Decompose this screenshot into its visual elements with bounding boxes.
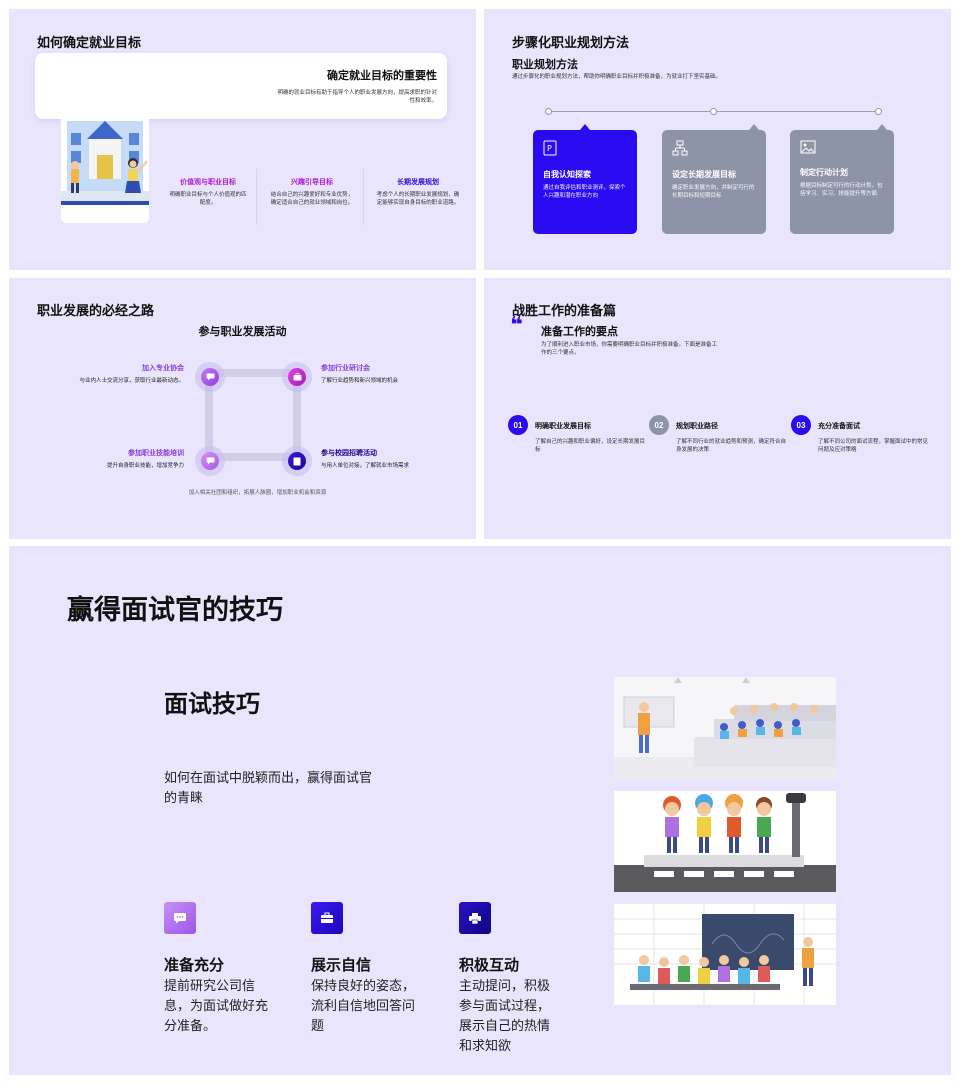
timeline-dot	[545, 108, 552, 115]
activity-title: 参加行业研讨会	[321, 365, 370, 372]
footer-note: 加入相关社团和组织，拓展人脉圈，增加职业机会和资源	[188, 490, 327, 496]
section-subtitle: 面试技巧	[164, 691, 260, 718]
slide-job-preparation: 战胜工作的准备篇 ❝ 准备工作的要点 为了顺利进入职业市场，你需要明确职业目标并…	[484, 278, 951, 539]
message-icon	[201, 452, 219, 470]
goal-item-title: 价值观与职业目标	[180, 179, 236, 186]
goal-item-values: 价值观与职业目标 明确职业目标与个人价值观的匹配度。	[167, 177, 249, 208]
point-title: 规划职业路径	[676, 423, 718, 430]
divider	[363, 169, 364, 225]
activity-skill-training: 参加职业技能培训 提升自身职业技能，增加竞争力	[107, 448, 184, 469]
activity-desc: 与用人单位对接，了解就业市场需求	[321, 463, 410, 469]
chat-icon	[201, 368, 219, 386]
section-desc: 为了顺利进入职业市场，你需要明确职业目标并积极准备。下面是准备工作的三个要点。	[541, 342, 718, 357]
goal-item-title: 长期发展规划	[397, 179, 439, 186]
step-card-long-term-goal: 设定长期发展目标 确定职业发展方向，并制定可行的长期目标和短期目标	[662, 124, 766, 234]
card-title: 确定就业目标的重要性	[327, 70, 437, 82]
printer-icon	[459, 902, 491, 934]
school-illustration	[61, 109, 149, 223]
chat-bubble-icon	[164, 902, 196, 934]
point-number: 03	[791, 415, 811, 435]
activity-title: 加入专业协会	[142, 365, 184, 372]
slide-interview-tips: 赢得面试官的技巧 面试技巧 如何在面试中脱颖而出，赢得面试官的青睐 准备充分 提…	[9, 546, 951, 1075]
slide-career-development-path: 职业发展的必经之路 参与职业发展活动 加入专业协会 与业内人士交流分享，获取行业…	[9, 278, 476, 539]
step-desc: 确定职业发展方向，并制定可行的长期目标和短期目标	[672, 185, 755, 200]
slide-title: 如何确定就业目标	[37, 35, 142, 50]
activity-desc: 了解行业趋势和新兴领域的机会	[321, 378, 399, 384]
feature-title: 积极互动	[459, 957, 520, 974]
card-desc: 明确的就业目标有助于指导个人的职业发展方向，提高求职的针对性和效率。	[277, 90, 437, 105]
goal-item-desc: 结合自己的兴趣爱好和专业优势，确定适合自己的就业领域和岗位。	[270, 192, 354, 207]
slide-title: 职业发展的必经之路	[37, 303, 155, 318]
children-crosswalk-illustration	[614, 791, 836, 892]
slide-title: 赢得面试官的技巧	[67, 595, 283, 625]
activity-title: 参加职业技能培训	[128, 450, 184, 457]
divider	[256, 169, 257, 225]
slide-title: 战胜工作的准备篇	[512, 303, 617, 318]
briefcase-icon	[311, 902, 343, 934]
lecture-hall-illustration	[614, 677, 836, 779]
activity-desc: 与业内人士交流分享，获取行业最新动态。	[79, 378, 184, 384]
point-desc: 了解自己的兴趣和职业偏好，设定长期发展目标	[535, 439, 646, 454]
briefcase-icon	[288, 368, 306, 386]
activity-title: 参与校园招聘活动	[321, 450, 377, 457]
svg-text:P: P	[547, 144, 552, 153]
activity-industry-seminar: 参加行业研讨会 了解行业趋势和新兴领域的机会	[321, 363, 398, 384]
step-desc: 根据目标制定可行的行动计划，包括学习、实习、技能提升等方面	[800, 183, 883, 198]
point-title: 充分准备面试	[818, 423, 860, 430]
activity-track	[205, 369, 301, 461]
point-desc: 了解不同公司的面试流程，掌握面试中的常见问题及应对策略	[818, 439, 929, 454]
slide-step-career-planning: 步骤化职业规划方法 职业规划方法 通过步骤化的职业规划方法，帮助你明确职业目标并…	[484, 9, 951, 270]
point-number: 01	[508, 415, 528, 435]
slide-determine-employment-goal: 如何确定就业目标 确定就业目标的重要性 明确的就业目标有助于指导个人的职业发展方…	[9, 9, 476, 270]
point-number: 02	[649, 415, 669, 435]
activity-campus-recruit: 参与校园招聘活动 与用人单位对接，了解就业市场需求	[321, 448, 409, 469]
section-subtitle: 职业规划方法	[512, 59, 578, 71]
classroom-illustration	[614, 904, 836, 1005]
feature-desc: 保持良好的姿态，流利自信地回答问题	[311, 978, 416, 1034]
point-desc: 了解不同行业的就业趋势和预测，确定符合自身发展的决策	[676, 439, 787, 454]
goal-item-desc: 考虑个人的长期职业发展规划，确定能够实现自身目标的职业道路。	[376, 192, 460, 207]
section-subtitle: 参与职业发展活动	[198, 326, 287, 338]
step-card-action-plan: 制定行动计划 根据目标制定可行的行动计划，包括学习、实习、技能提升等方面	[790, 124, 894, 234]
sitemap-icon	[672, 140, 688, 160]
goal-item-desc: 明确职业目标与个人价值观的匹配度。	[169, 192, 247, 207]
section-desc: 通过步骤化的职业规划方法，帮助你明确职业目标并积极准备，为就业打下坚实基础。	[512, 74, 722, 80]
importance-card: 确定就业目标的重要性 明确的就业目标有助于指导个人的职业发展方向，提高求职的针对…	[35, 53, 447, 119]
step-desc: 通过自我评估和职业测评，探索个人兴趣和潜在职业方向	[543, 185, 626, 200]
step-title: 设定长期发展目标	[672, 170, 736, 179]
document-icon	[288, 452, 306, 470]
step-title: 制定行动计划	[800, 168, 848, 177]
section-heading: 准备工作的要点	[541, 326, 618, 338]
slide-title: 步骤化职业规划方法	[512, 35, 630, 50]
image-icon	[800, 140, 816, 158]
timeline-dot	[875, 108, 882, 115]
goal-item-longterm: 长期发展规划 考虑个人的长期职业发展规划，确定能够实现自身目标的职业道路。	[375, 177, 461, 208]
feature-desc: 提前研究公司信息，为面试做好充分准备。	[164, 978, 269, 1034]
timeline-dot	[710, 108, 717, 115]
goal-item-interest: 兴趣引导目标 结合自己的兴趣爱好和专业优势，确定适合自己的就业领域和岗位。	[269, 177, 355, 208]
quote-icon: ❝	[510, 312, 523, 337]
document-p-icon: P	[543, 140, 557, 160]
point-title: 明确职业发展目标	[535, 423, 591, 430]
feature-title: 准备充分	[164, 957, 225, 974]
feature-desc: 主动提问，积极参与面试过程，展示自己的热情和求知欲	[459, 978, 551, 1054]
step-card-self-awareness: P 自我认知探索 通过自我评估和职业测评，探索个人兴趣和潜在职业方向	[533, 124, 637, 234]
step-title: 自我认知探索	[543, 170, 591, 179]
activity-join-association: 加入专业协会 与业内人士交流分享，获取行业最新动态。	[79, 363, 184, 384]
feature-title: 展示自信	[311, 957, 372, 974]
goal-item-title: 兴趣引导目标	[291, 179, 333, 186]
section-desc: 如何在面试中脱颖而出，赢得面试官的青睐	[164, 770, 373, 806]
activity-desc: 提升自身职业技能，增加竞争力	[106, 463, 184, 469]
